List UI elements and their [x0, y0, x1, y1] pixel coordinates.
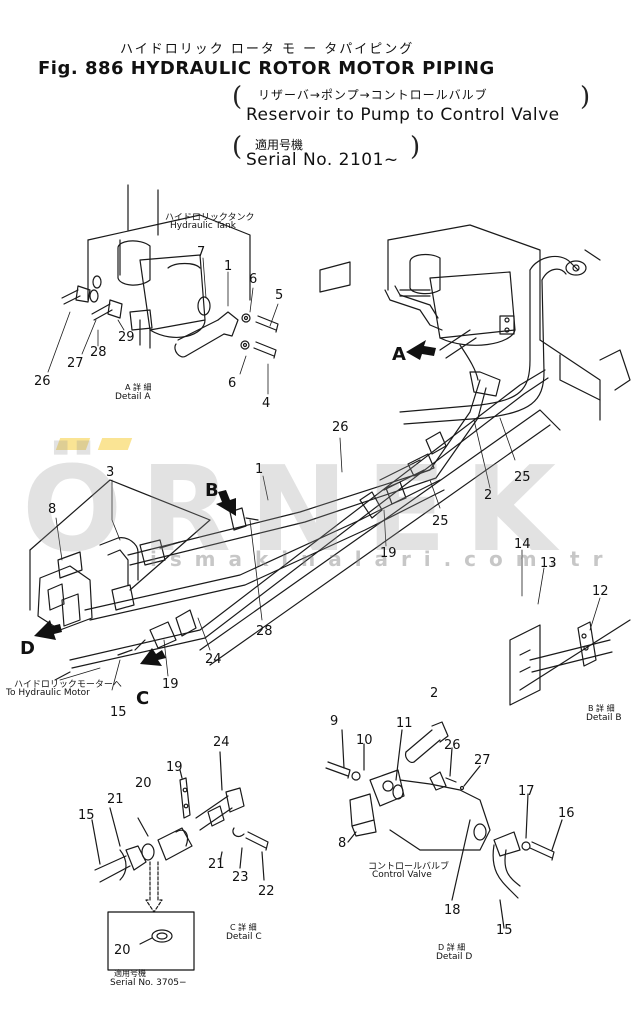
- part-number-21: 21: [208, 857, 225, 872]
- right-return-pipe: [399, 255, 587, 425]
- part-number-6: 6: [249, 272, 258, 287]
- detail-d-label-en: Detail D: [436, 952, 473, 962]
- control-valve-label-en: Control Valve: [372, 870, 432, 880]
- part-number-3: 3: [106, 465, 115, 480]
- view-letter-c: C: [136, 688, 150, 709]
- part-number-29: 29: [118, 330, 135, 345]
- subtitle-japanese: リザーバ→ポンプ→コントロールバルブ: [258, 88, 488, 102]
- leader-lines: [47, 257, 601, 691]
- view-letter-a: A: [392, 344, 406, 365]
- part-number-20: 20: [114, 943, 131, 958]
- part-number-18: 18: [444, 903, 461, 918]
- to-motor-label-jp: ハイドロリックモーターへ: [14, 680, 122, 690]
- part-number-26: 26: [332, 420, 349, 435]
- part-number-2: 2: [430, 686, 439, 701]
- control-valve-label-jp: コントロールバルブ: [368, 862, 450, 872]
- part-number-15: 15: [78, 808, 95, 823]
- bracket-open-1: (: [232, 82, 243, 112]
- title-japanese: ハイドロリック ロータ モ ー タパイピング: [120, 42, 415, 57]
- part-number-25: 25: [432, 514, 449, 529]
- pipe-clamps: [117, 481, 407, 656]
- hydraulic-tank-label-en: Hydraulic Tank: [170, 221, 236, 231]
- serial-3705-label-en: Serial No. 3705−: [110, 978, 187, 988]
- detail-a-pipe-1: [174, 311, 239, 358]
- part-number-8: 8: [48, 502, 57, 517]
- serial-english: Serial No. 2101~: [246, 150, 399, 170]
- detail-a-bolts: [61, 275, 279, 359]
- detail-c-inset-box: [107, 911, 195, 971]
- part-number-28: 28: [90, 345, 107, 360]
- part-number-23: 23: [232, 870, 249, 885]
- detail-c-label-jp: C 詳 細: [230, 923, 257, 932]
- part-number-27: 27: [474, 753, 491, 768]
- detail-c: [91, 751, 269, 913]
- serial-3705-label-jp: 適用号機: [114, 969, 146, 978]
- part-number-8: 8: [338, 836, 347, 851]
- main-pipes: [54, 329, 549, 681]
- part-number-1: 1: [255, 462, 264, 477]
- left-valve: [37, 537, 181, 631]
- bracket-close-1: ): [580, 82, 591, 112]
- detail-d: [325, 721, 563, 929]
- detail-a-label-jp: A 詳 細: [125, 383, 152, 392]
- part-number-19: 19: [166, 760, 183, 775]
- bracket-close-2: ): [410, 132, 421, 162]
- part-number-15: 15: [496, 923, 513, 938]
- part-number-21: 21: [107, 792, 124, 807]
- detail-a-tank: [87, 184, 251, 349]
- part-number-24: 24: [205, 652, 222, 667]
- part-number-22: 22: [258, 884, 275, 899]
- part-number-17: 17: [518, 784, 535, 799]
- part-number-2: 2: [484, 488, 493, 503]
- view-arrows: [34, 340, 436, 666]
- right-tank: [319, 224, 601, 421]
- part-number-5: 5: [275, 288, 284, 303]
- watermark-brand: ÖRNEK: [22, 440, 574, 578]
- detail-a-label-en: Detail A: [115, 392, 151, 402]
- detail-b-label-jp: B 詳 細: [588, 704, 615, 713]
- part-number-13: 13: [540, 556, 557, 571]
- watermark-url: i s m a k i n a l a r i . c o m . t r: [150, 547, 606, 571]
- part-number-19: 19: [162, 677, 179, 692]
- detail-c-inset-clip: [139, 929, 173, 945]
- part-number-10: 10: [356, 733, 373, 748]
- part-number-7: 7: [197, 245, 206, 260]
- part-number-6: 6: [228, 376, 237, 391]
- figure-title: Fig. 886 HYDRAULIC ROTOR MOTOR PIPING: [38, 58, 495, 79]
- view-letter-d: D: [20, 638, 35, 659]
- part-number-4: 4: [262, 396, 271, 411]
- serial-japanese: 適用号機: [255, 138, 304, 152]
- part-number-16: 16: [558, 806, 575, 821]
- part-number-11: 11: [396, 716, 413, 731]
- part-number-24: 24: [213, 735, 230, 750]
- part-number-12: 12: [592, 584, 609, 599]
- part-number-15: 15: [110, 705, 127, 720]
- detail-d-label-jp: D 詳 細: [438, 943, 466, 952]
- part-number-28: 28: [256, 624, 273, 639]
- detail-b-label-en: Detail B: [586, 713, 622, 723]
- part-number-1: 1: [224, 259, 233, 274]
- machine-body: [29, 249, 631, 706]
- part-number-26: 26: [444, 738, 461, 753]
- to-motor-label-en: To Hydraulic Motor: [6, 688, 90, 698]
- bracket-open-2: (: [232, 132, 243, 162]
- hydraulic-tank-label-jp: ハイドロリックタンク: [165, 213, 255, 223]
- part-number-9: 9: [330, 714, 339, 729]
- part-number-20: 20: [135, 776, 152, 791]
- part-number-19: 19: [380, 546, 397, 561]
- part-number-14: 14: [514, 537, 531, 552]
- part-number-25: 25: [514, 470, 531, 485]
- part-number-27: 27: [67, 356, 84, 371]
- detail-c-label-en: Detail C: [226, 932, 262, 942]
- subtitle-english: Reservoir to Pump to Control Valve: [246, 105, 560, 125]
- part-number-26: 26: [34, 374, 51, 389]
- view-letter-b: B: [205, 480, 219, 501]
